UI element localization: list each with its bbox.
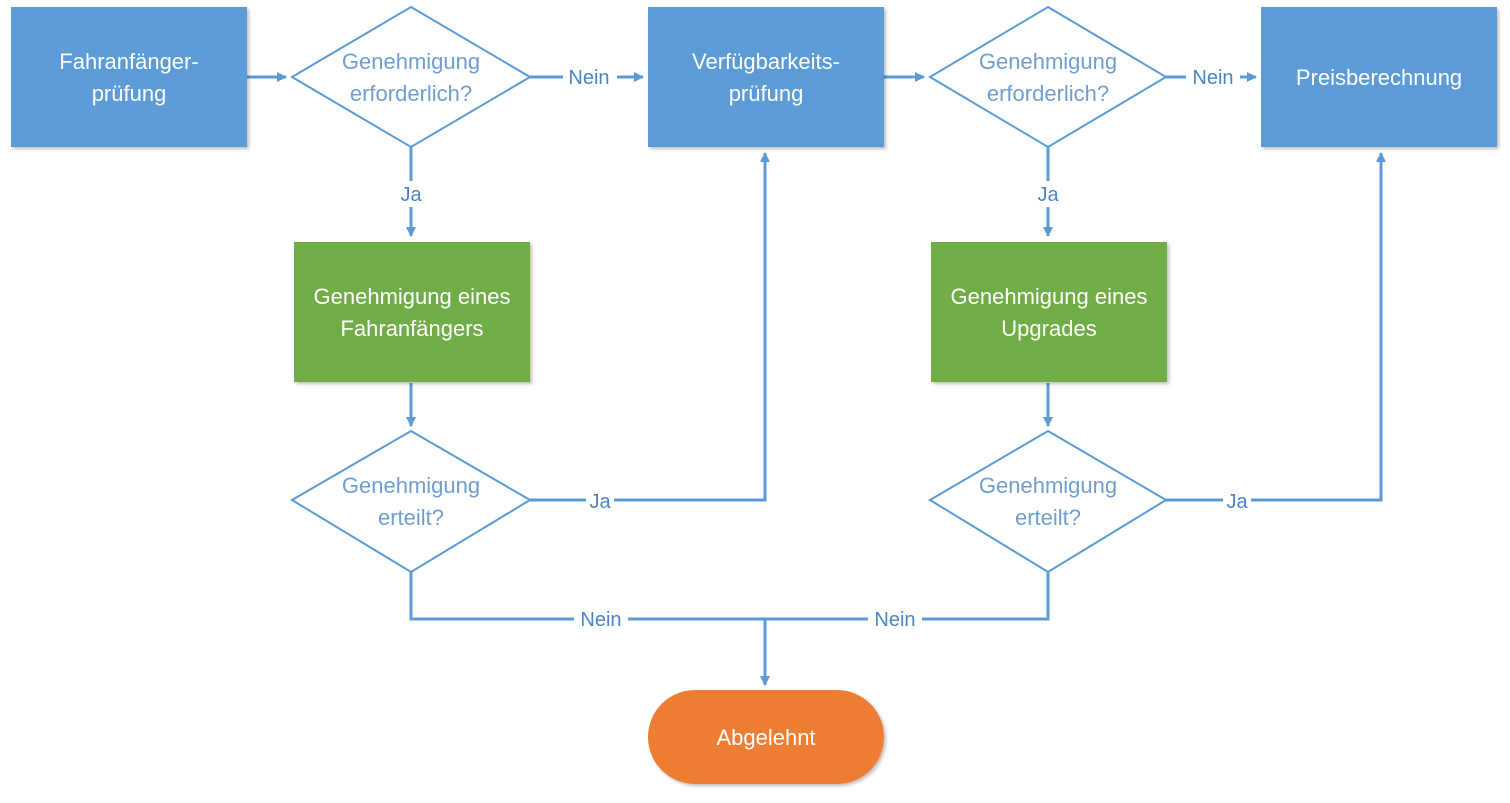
decision1-line2: erforderlich? — [350, 81, 472, 106]
erteilt2-line2: erteilt? — [1015, 505, 1081, 530]
decision-genehmigung-erteilt-1: Genehmigung erteilt? — [290, 429, 532, 574]
label-ja-3: Ja — [589, 491, 611, 513]
decision1-line1: Genehmigung — [342, 49, 480, 74]
abgelehnt-label: Abgelehnt — [716, 725, 815, 750]
label-ja-1: Ja — [400, 184, 422, 206]
genehmigung-upgrade-line1: Genehmigung eines — [951, 284, 1148, 309]
edge-labels: Nein Nein Ja Ja Ja Ja Nein Nein — [397, 64, 1251, 632]
label-nein-4: Nein — [874, 609, 915, 631]
genehmigung-fahranfaenger-line2: Fahranfängers — [340, 316, 483, 341]
decision2-line1: Genehmigung — [979, 49, 1117, 74]
fahranfaenger-pruefung-line2: prüfung — [92, 81, 167, 106]
edge-erteilt1-ja-to-verfuegbarkeit — [530, 152, 770, 502]
erteilt1-line1: Genehmigung — [342, 473, 480, 498]
decision2-line2: erforderlich? — [987, 81, 1109, 106]
decision-genehmigung-erforderlich-2: Genehmigung erforderlich? — [928, 5, 1168, 149]
label-nein-2: Nein — [1192, 67, 1233, 89]
verfuegbarkeits-pruefung-line2: prüfung — [729, 81, 804, 106]
label-nein-1: Nein — [568, 67, 609, 89]
verfuegbarkeits-pruefung-line1: Verfügbarkeits- — [692, 49, 840, 74]
decision-genehmigung-erteilt-2: Genehmigung erteilt? — [928, 429, 1168, 574]
erteilt2-line1: Genehmigung — [979, 473, 1117, 498]
label-nein-3: Nein — [580, 609, 621, 631]
preisberechnung-label: Preisberechnung — [1296, 65, 1462, 90]
edge-erteilt1-nein — [409, 572, 765, 621]
label-ja-2: Ja — [1037, 184, 1059, 206]
decision-genehmigung-erforderlich-1: Genehmigung erforderlich? — [290, 5, 532, 149]
genehmigung-upgrade-line2: Upgrades — [1001, 316, 1096, 341]
edge-erteilt2-ja-to-preis — [1166, 152, 1386, 502]
preisberechnung-box: Preisberechnung — [1261, 7, 1497, 147]
verfuegbarkeits-pruefung-box: Verfügbarkeits- prüfung — [648, 7, 884, 147]
genehmigung-upgrade-box: Genehmigung eines Upgrades — [931, 242, 1167, 382]
genehmigung-fahranfaenger-box: Genehmigung eines Fahranfängers — [294, 242, 530, 382]
fahranfaenger-pruefung-line1: Fahranfänger- — [59, 49, 198, 74]
edge-erteilt2-nein — [765, 572, 1050, 621]
fahranfaenger-pruefung-box: Fahranfänger- prüfung — [11, 7, 247, 147]
erteilt1-line2: erteilt? — [378, 505, 444, 530]
label-ja-4: Ja — [1226, 491, 1248, 513]
genehmigung-fahranfaenger-line1: Genehmigung eines — [314, 284, 511, 309]
abgelehnt-terminal: Abgelehnt — [648, 690, 884, 784]
